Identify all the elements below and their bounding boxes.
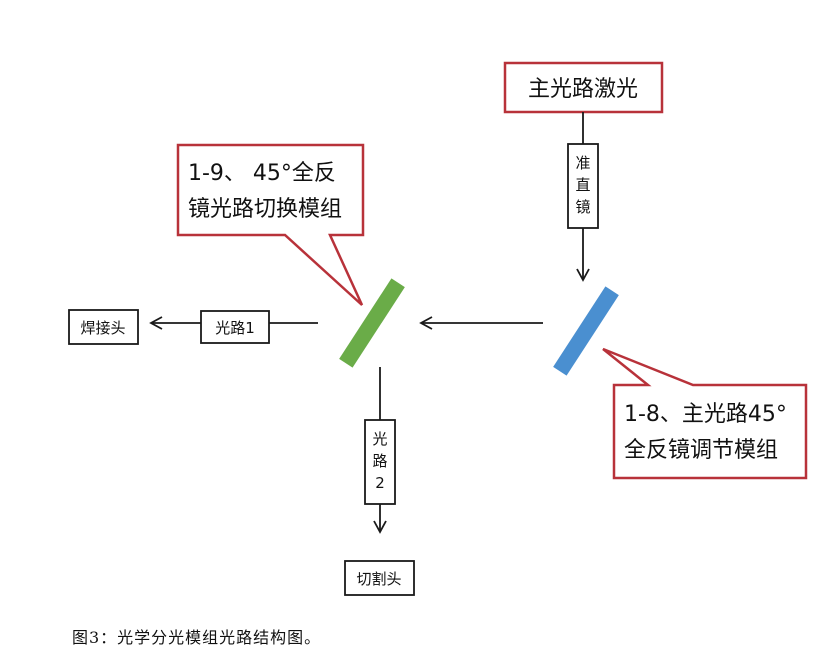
adjust-module-line-2: 全反镜调节模组 [624,438,778,463]
path2-char-1: 光 [372,430,387,448]
collimator-box [567,143,599,229]
switch-module-line-1: 1-9、 45°全反 [188,161,336,186]
welding-head-box [68,309,139,345]
adjust-module-line-1: 1-8、主光路45° [624,402,787,427]
path2-char-3: 2 [375,474,385,492]
cutting-head-box [344,560,415,596]
collimator-char-1: 准 [575,154,590,172]
cutting-head-label: 切割头 [356,570,401,588]
collimator-char-2: 直 [575,176,590,194]
collimator-char-3: 镜 [575,198,590,216]
path2-box [364,419,396,505]
path1-label: 光路1 [215,319,255,337]
welding-head-label: 焊接头 [80,319,125,337]
main-laser-box [503,61,664,114]
green-mirror [339,278,405,368]
blue-mirror [553,286,619,376]
path2-char-2: 路 [372,452,387,470]
figure-caption: 图3：光学分光模组光路结构图。 [72,628,322,647]
switch-module-line-2: 镜光路切换模组 [188,197,342,222]
path1-box [200,310,270,344]
switch-module-callout [176,143,365,306]
main-laser-label: 主光路激光 [528,77,638,102]
adjust-module-callout-body [602,347,808,480]
